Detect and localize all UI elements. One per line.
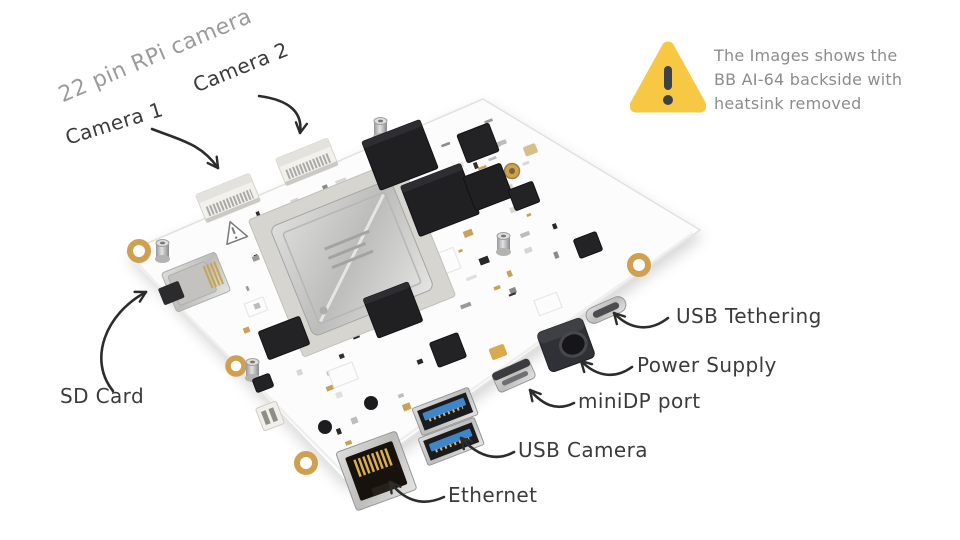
warning-triangle-icon [630,41,706,113]
tantalum-capacitor [523,143,538,157]
silkscreen-warning-icon [226,220,249,246]
fan-connector [255,400,285,432]
usb-port-upper [412,387,479,436]
camera1-connector [195,173,261,223]
tantalum-capacitor [488,344,508,360]
label-usb-tethering: USB Tethering [676,304,822,328]
brass-insert [503,162,521,180]
power-jack [537,317,595,373]
label-sd-card: SD Card [60,384,145,408]
label-power-supply: Power Supply [637,353,777,377]
notice-line: The Images shows the [714,46,898,65]
round-component [364,396,378,410]
round-component [318,420,332,434]
arrow-sd-card [100,290,148,393]
camera2-connector [275,138,339,186]
notice-text: The Images shows the BB AI-64 backside w… [714,44,902,116]
arrow-usb-tethering [612,311,670,329]
arrow-camera-2 [257,94,309,135]
label-ethernet: Ethernet [448,483,538,507]
label-usb-camera: USB Camera [518,438,648,462]
memory-chips [252,119,603,393]
arrow-ethernet [388,480,446,503]
notice-line: BB AI-64 backside with [714,70,903,89]
arrow-power-supply [579,359,634,377]
usb-tethering-port [585,296,627,324]
arrow-minidp [528,388,576,409]
arrow-camera-1 [150,127,220,170]
notice-line: heatsink removed [714,94,862,113]
minidp-port [492,358,536,393]
mounting-holes [127,239,651,475]
microsd-slot [158,252,231,312]
label-minidp-port: miniDP port [578,389,701,413]
arrow-usb-camera [459,436,516,459]
